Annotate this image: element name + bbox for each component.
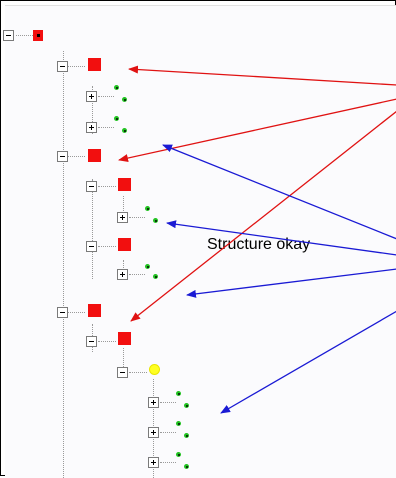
tree-branch-line (98, 246, 116, 247)
leaf-node-icon[interactable] (114, 116, 119, 121)
leaf-node-icon[interactable] (145, 206, 150, 211)
leaf-node-icon[interactable] (145, 264, 150, 269)
error-node-icon[interactable] (88, 58, 101, 71)
blue-arrow (166, 220, 396, 256)
tree-guide-line (63, 51, 64, 478)
tree-guide-line (123, 196, 124, 221)
leaf-node-icon[interactable] (184, 464, 189, 469)
tree-branch-line (98, 127, 114, 128)
red-arrow (128, 65, 396, 86)
tree-branch-line (129, 274, 145, 275)
expand-toggle-icon[interactable] (86, 91, 97, 102)
tree-branch-line (129, 217, 145, 218)
expand-toggle-icon[interactable] (148, 397, 159, 408)
error-node-icon[interactable] (118, 238, 131, 251)
expand-toggle-icon[interactable] (117, 269, 128, 280)
root-error-node-icon[interactable] (33, 30, 43, 41)
tree-branch-line (160, 462, 176, 463)
tree-branch-line (67, 66, 85, 67)
tree-view (3, 5, 396, 478)
collapse-toggle-icon[interactable] (86, 336, 97, 347)
blue-arrow (186, 268, 396, 298)
tree-guide-line (123, 348, 124, 375)
leaf-node-icon[interactable] (176, 452, 181, 457)
tree-branch-line (98, 96, 114, 97)
expand-toggle-icon[interactable] (117, 212, 128, 223)
leaf-node-icon[interactable] (122, 128, 127, 133)
leaf-node-icon[interactable] (122, 97, 127, 102)
leaf-node-icon[interactable] (153, 218, 158, 223)
blue-arrow (162, 144, 396, 240)
leaf-node-icon[interactable] (176, 391, 181, 396)
error-node-icon[interactable] (88, 304, 101, 317)
leaf-node-icon[interactable] (184, 433, 189, 438)
tree-branch-line (67, 156, 85, 157)
tree-branch-line (160, 432, 176, 433)
collapse-toggle-icon[interactable] (57, 151, 68, 162)
collapse-toggle-icon[interactable] (57, 307, 68, 318)
leaf-node-icon[interactable] (184, 403, 189, 408)
tree-branch-line (98, 186, 116, 187)
collapse-toggle-icon[interactable] (3, 30, 14, 41)
pending-node-icon[interactable] (149, 364, 160, 375)
leaf-node-icon[interactable] (114, 85, 119, 90)
collapse-toggle-icon[interactable] (117, 367, 128, 378)
red-arrow (118, 98, 396, 162)
leaf-node-icon[interactable] (176, 421, 181, 426)
tree-branch-line (98, 341, 116, 342)
collapse-toggle-icon[interactable] (57, 61, 68, 72)
collapse-toggle-icon[interactable] (86, 241, 97, 252)
expand-toggle-icon[interactable] (148, 457, 159, 468)
tree-guide-line (92, 86, 93, 134)
collapse-toggle-icon[interactable] (86, 181, 97, 192)
tree-branch-line (160, 402, 176, 403)
tree-branch-line (67, 312, 85, 313)
error-node-icon[interactable] (88, 149, 101, 162)
expand-toggle-icon[interactable] (86, 122, 97, 133)
tree-branch-line (16, 35, 33, 36)
leaf-node-icon[interactable] (153, 274, 158, 279)
red-arrow (130, 110, 396, 322)
error-node-icon[interactable] (118, 332, 131, 345)
expand-toggle-icon[interactable] (148, 427, 159, 438)
error-node-icon[interactable] (118, 178, 131, 191)
blue-arrow (220, 310, 396, 414)
tree-branch-line (129, 372, 147, 373)
tree-guide-line (92, 179, 93, 279)
